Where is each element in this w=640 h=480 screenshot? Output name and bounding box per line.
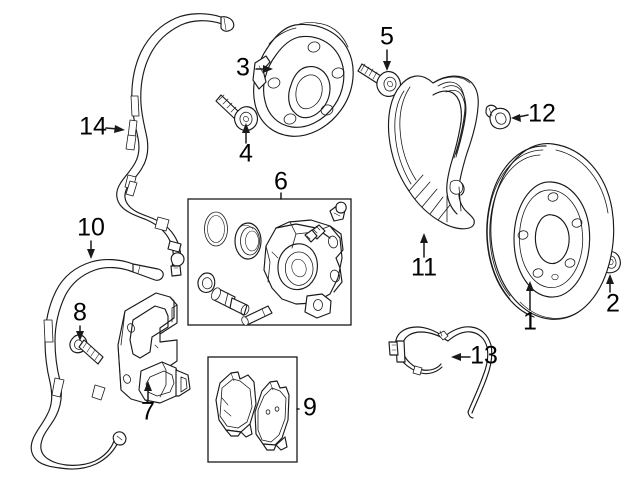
caliper-mounting-bracket bbox=[117, 292, 191, 404]
callout-9: 9 bbox=[303, 394, 317, 422]
callout-11: 11 bbox=[411, 254, 437, 282]
abs-wheel-speed-sensor bbox=[116, 13, 235, 277]
callout-labels: 1 2 3 4 5 6 7 8 9 10 11 12 13 14 bbox=[73, 23, 620, 426]
caliper-assembly-box bbox=[187, 198, 352, 326]
brake-rotor-disc bbox=[486, 143, 615, 320]
callout-8: 8 bbox=[73, 299, 87, 327]
brake-pad-group bbox=[207, 356, 298, 463]
callout-2: 2 bbox=[606, 290, 620, 318]
hub-mounting-bolt bbox=[215, 94, 259, 132]
callout-14: 14 bbox=[79, 113, 107, 141]
splash-shield-bolt bbox=[357, 63, 402, 97]
wheel-hub-bearing-assembly bbox=[252, 22, 354, 137]
brake-dust-splash-shield bbox=[387, 75, 479, 230]
callout-1: 1 bbox=[523, 308, 537, 336]
callout-10: 10 bbox=[77, 214, 105, 242]
callout-7: 7 bbox=[141, 398, 155, 426]
splash-shield-screw bbox=[485, 104, 511, 130]
caliper-body bbox=[263, 219, 344, 319]
brake-pad-wear-sensor bbox=[388, 326, 493, 419]
caliper-bracket-bolt bbox=[69, 334, 104, 365]
brake-hydraulic-hose bbox=[30, 258, 164, 470]
callout-6: 6 bbox=[274, 168, 288, 196]
callout-4: 4 bbox=[239, 140, 253, 168]
callout-13: 13 bbox=[470, 342, 498, 370]
caliper-assembly-group bbox=[187, 198, 352, 326]
callout-3: 3 bbox=[236, 54, 250, 82]
callout-leaders bbox=[76, 49, 614, 410]
callout-5: 5 bbox=[380, 23, 394, 51]
callout-12: 12 bbox=[528, 100, 556, 128]
